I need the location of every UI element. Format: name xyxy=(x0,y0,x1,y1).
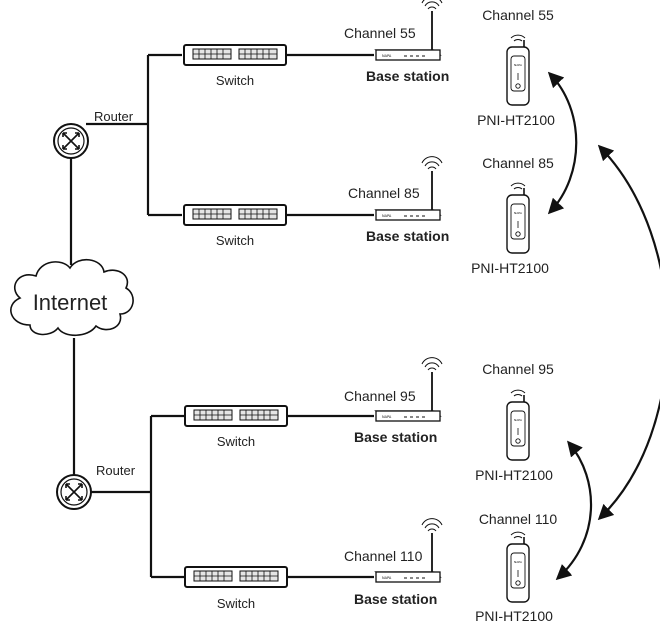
handset-channel: Channel 85 xyxy=(482,155,554,171)
base-station-label: Base station xyxy=(366,68,449,84)
roaming-arrow-85-95 xyxy=(597,144,660,521)
router-1: Router xyxy=(53,109,134,159)
internet-label: Internet xyxy=(33,290,108,315)
router-icon xyxy=(56,474,92,510)
handset-channel: Channel 95 xyxy=(482,361,554,377)
switch-2: Switch xyxy=(183,204,287,248)
switch-label: Switch xyxy=(217,596,255,611)
base-station-label: Base station xyxy=(354,591,437,607)
base-station-channel: Channel 110 xyxy=(344,548,423,564)
base-station-channel: Channel 95 xyxy=(344,388,416,404)
handset-channel: Channel 55 xyxy=(482,7,554,23)
roaming-arrow-95-110 xyxy=(555,440,593,581)
switch-icon xyxy=(183,44,287,66)
base-station-3: Channel 95 Base station xyxy=(344,356,443,445)
internet-cloud: Internet xyxy=(10,259,134,337)
switch-4: Switch xyxy=(184,566,288,611)
router-label: Router xyxy=(94,109,134,124)
switch-icon xyxy=(184,566,288,588)
handset-label: PNI-HT2100 xyxy=(471,260,549,276)
base-station-channel: Channel 55 xyxy=(344,25,416,41)
handset-label: PNI-HT2100 xyxy=(477,112,555,128)
handset-2: Channel 85 PNI-HT2100 xyxy=(471,155,554,276)
switch-label: Switch xyxy=(216,73,254,88)
handset-3: Channel 95 PNI-HT2100 xyxy=(475,361,554,483)
base-station-4: Channel 110 Base station xyxy=(344,517,443,607)
handset-icon xyxy=(506,531,530,603)
router-label: Router xyxy=(96,463,136,478)
base-station-label: Base station xyxy=(366,228,449,244)
handset-4: Channel 110 PNI-HT2100 xyxy=(475,511,557,624)
handset-channel: Channel 110 xyxy=(479,511,558,527)
handset-icon xyxy=(506,182,530,254)
handset-icon xyxy=(506,389,530,461)
base-station-channel: Channel 85 xyxy=(348,185,420,201)
connection-lines xyxy=(69,53,374,579)
handset-label: PNI-HT2100 xyxy=(475,608,553,624)
router-2: Router xyxy=(56,463,136,510)
base-station-1: Channel 55 Base station xyxy=(344,0,449,84)
handset-icon xyxy=(506,34,530,106)
base-station-label: Base station xyxy=(354,429,437,445)
base-station-2: Channel 85 Base station xyxy=(348,155,449,244)
switch-icon xyxy=(184,405,288,427)
switch-1: Switch xyxy=(183,44,287,88)
router-icon xyxy=(53,123,89,159)
switch-3: Switch xyxy=(184,405,288,449)
handset-1: Channel 55 PNI-HT2100 xyxy=(477,7,555,128)
handset-label: PNI-HT2100 xyxy=(475,467,553,483)
roaming-arrow-55-85 xyxy=(547,71,578,215)
switch-icon xyxy=(183,204,287,226)
switch-label: Switch xyxy=(217,434,255,449)
switch-label: Switch xyxy=(216,233,254,248)
roaming-arrows xyxy=(547,71,660,581)
